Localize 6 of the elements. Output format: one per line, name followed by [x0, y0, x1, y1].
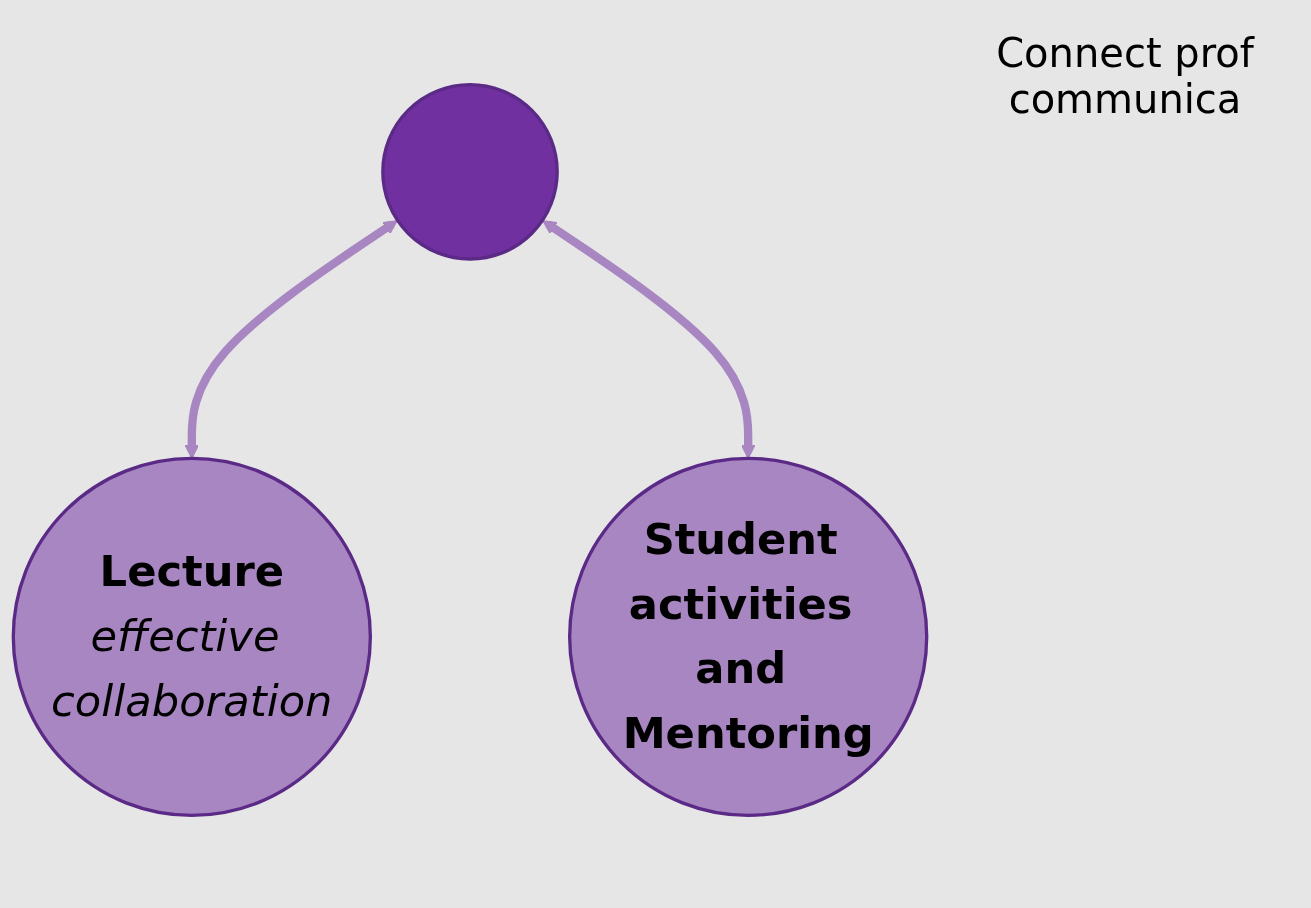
arrow [184, 220, 398, 459]
node-circle: Student activities and Mentoring [568, 456, 929, 818]
node-circle [381, 82, 559, 261]
arrow [542, 220, 756, 459]
node-circle: Lecture effective collaboration [11, 456, 372, 818]
note-text: Connect prof communica [995, 30, 1256, 122]
